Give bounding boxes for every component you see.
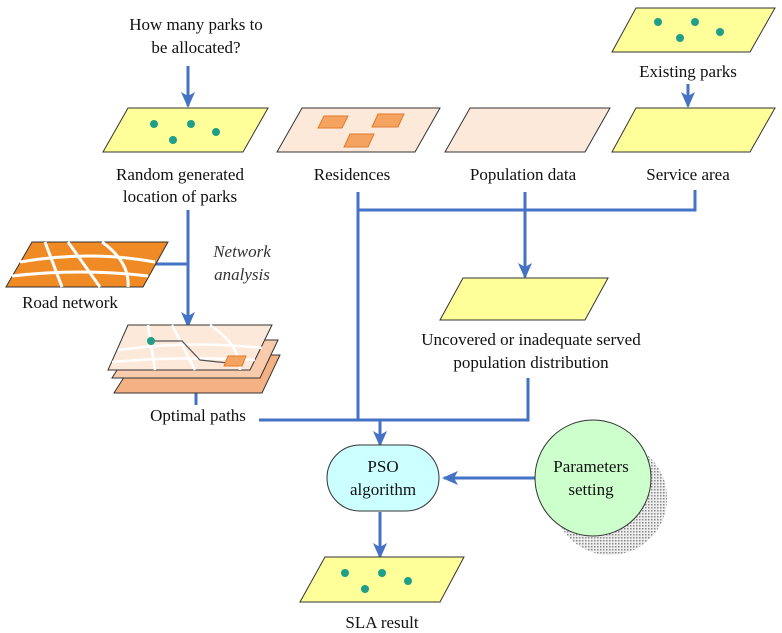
parameters-setting-node xyxy=(534,419,652,537)
service-area-layer xyxy=(611,107,776,153)
random-parks-label: location of parks xyxy=(123,187,237,206)
existing-parks-layer xyxy=(611,7,776,53)
pso-algorithm-node xyxy=(326,444,440,512)
params-label: Parameters xyxy=(553,457,629,476)
sla-result-layer xyxy=(299,556,465,603)
network-analysis-label: Network xyxy=(212,242,271,261)
uncovered-population-label: Uncovered or inadequate served xyxy=(421,330,641,349)
population-label: Population data xyxy=(470,165,577,184)
uncovered-population-label: population distribution xyxy=(453,353,609,372)
random-parks-layer xyxy=(102,107,269,153)
question-text: How many parks to xyxy=(129,15,263,34)
road-network-label: Road network xyxy=(22,293,118,312)
params-label: setting xyxy=(568,480,614,499)
uncovered-population-layer xyxy=(439,277,609,321)
random-parks-label: Random generated xyxy=(116,165,244,184)
residences-label: Residences xyxy=(314,165,390,184)
pso-label: algorithm xyxy=(350,480,416,499)
optimal-paths-label: Optimal paths xyxy=(150,406,246,425)
service-area-label: Service area xyxy=(646,165,730,184)
existing-parks-label: Existing parks xyxy=(639,62,737,81)
network-analysis-label: analysis xyxy=(214,265,270,284)
road-network-layer xyxy=(5,240,169,288)
sla-result-label: SLA result xyxy=(345,613,418,632)
question-text: be allocated? xyxy=(151,38,240,57)
pso-label: PSO xyxy=(367,457,398,476)
connectors xyxy=(154,66,697,559)
population-layer xyxy=(444,107,611,153)
optimal-paths-layers xyxy=(107,323,281,394)
residences-layer xyxy=(276,107,441,153)
